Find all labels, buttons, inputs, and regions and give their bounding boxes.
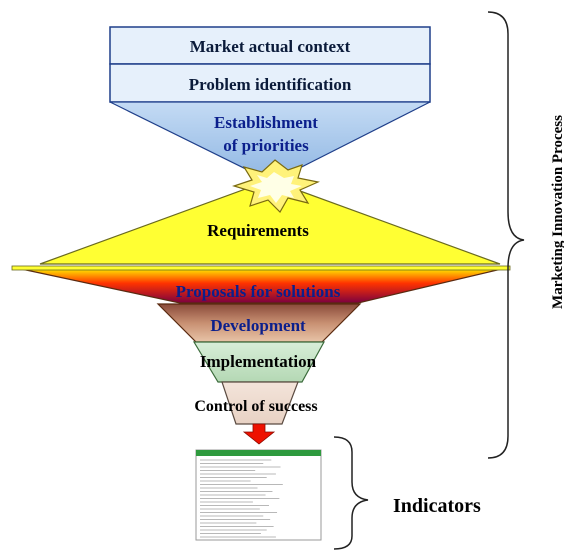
problem-identification-label: Problem identification <box>189 75 352 94</box>
indicators-label: Indicators <box>393 495 481 517</box>
problem-identification-box: Problem identification <box>109 63 431 103</box>
control-funnel: Control of success <box>194 381 318 425</box>
curly-brace-icon <box>487 11 525 459</box>
indicators-brace-icon <box>333 436 369 550</box>
proposals-label: Proposals for solutions <box>176 282 341 301</box>
spreadsheet-rows <box>200 459 283 538</box>
implementation-funnel: Implementation <box>192 341 326 383</box>
proposals-funnel: Proposals for solutions <box>11 265 511 304</box>
control-label: Control of success <box>194 398 317 415</box>
implementation-label: Implementation <box>200 352 317 371</box>
requirements-triangle: Requirements <box>39 179 501 265</box>
spreadsheet-icon <box>195 449 322 541</box>
priorities-funnel: Establishment of priorities <box>109 101 431 183</box>
development-funnel: Development <box>156 303 362 343</box>
requirements-label: Requirements <box>207 221 309 240</box>
development-label: Development <box>210 316 306 335</box>
process-side-label: Marketing Innovation Process <box>550 115 564 309</box>
market-context-box: Market actual context <box>109 26 431 65</box>
priorities-label-line1: Establishment <box>214 113 318 132</box>
burst-icon <box>232 159 320 213</box>
down-arrow-icon <box>242 423 276 445</box>
market-context-label: Market actual context <box>190 37 351 56</box>
priorities-label-line2: of priorities <box>223 136 309 155</box>
